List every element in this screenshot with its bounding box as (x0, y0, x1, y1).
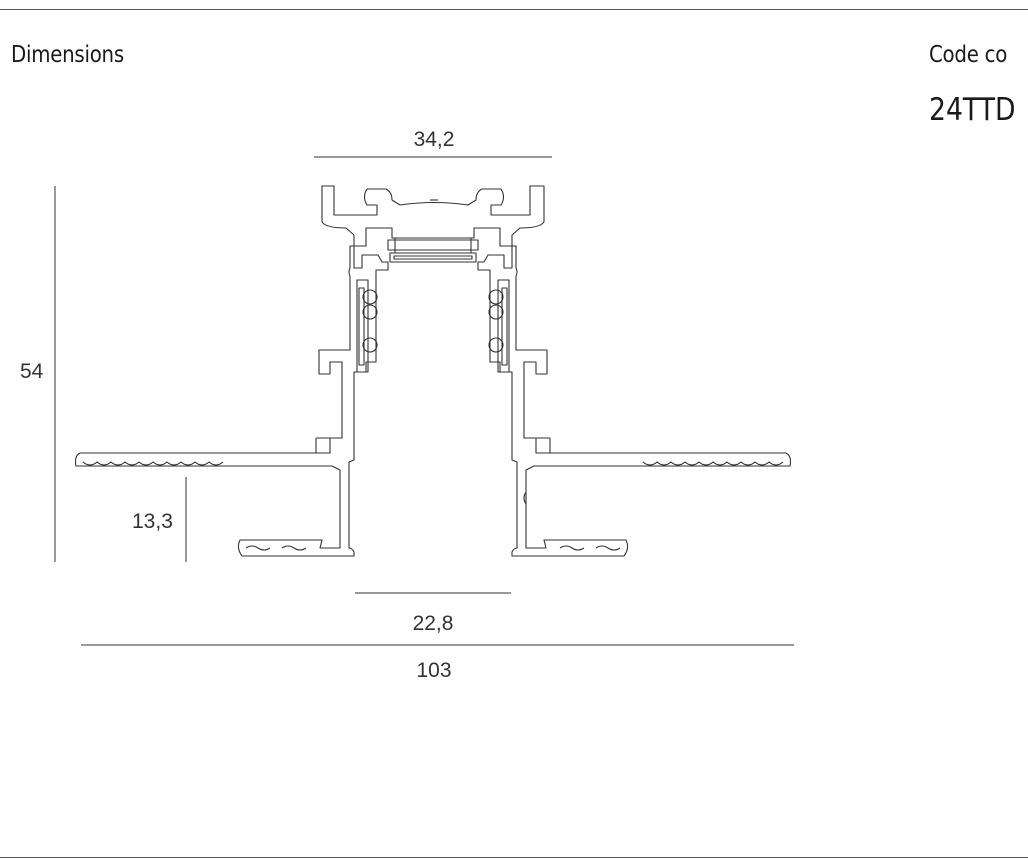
product-code: 24TTD (929, 92, 1016, 128)
total-width-label: 103 (416, 659, 451, 682)
lower-depth-label: 13,3 (132, 510, 173, 533)
height-label: 54 (20, 360, 44, 383)
opening-width-label: 22,8 (413, 612, 454, 635)
bottom-rule (0, 857, 1028, 858)
dimensions-heading: Dimensions (11, 42, 124, 68)
top-rule (0, 9, 1028, 10)
aluminium-profile (74, 185, 792, 557)
code-heading: Code co (929, 42, 1008, 68)
top-width-label: 34,2 (414, 128, 455, 151)
